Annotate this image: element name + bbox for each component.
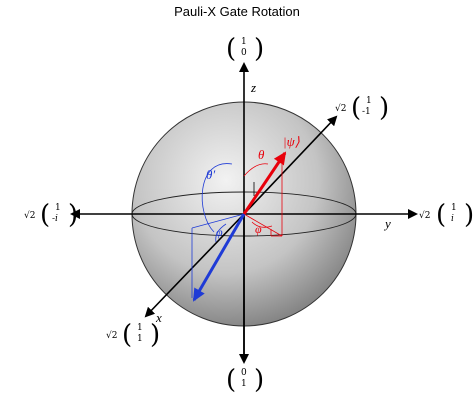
phi-label: φ [255, 222, 262, 236]
ket-left-row2: -i [52, 214, 58, 224]
svg-text:): ) [254, 34, 264, 64]
rotated-vector [192, 213, 246, 302]
phi-prime-label: φ [216, 225, 223, 239]
svg-text:): ) [379, 93, 389, 123]
ket-right-prefix: √2 [419, 210, 430, 221]
ket-right-row2: i [451, 214, 454, 224]
svg-text:(: ( [436, 200, 446, 230]
theta-label: θ [258, 147, 265, 162]
svg-text:): ) [68, 200, 78, 230]
ket-lower-left-prefix: √2 [106, 330, 117, 341]
svg-text:): ) [150, 320, 160, 350]
figure-title: Pauli-X Gate Rotation [174, 4, 300, 19]
ket-lower-left: √2 ( ) 1 1 [106, 320, 160, 350]
ket-bottom-row1: 0 [241, 368, 247, 378]
ket-lower-left-row1: 1 [137, 323, 143, 333]
x-axis-label: x [155, 310, 162, 325]
theta-prime-label: θ′ [206, 167, 215, 182]
rotated-construction [191, 163, 245, 298]
z-axis-label: z [250, 80, 256, 95]
ket-top-row2: 0 [241, 48, 247, 58]
y-axis-label: y [383, 216, 391, 231]
svg-text:): ) [254, 365, 264, 395]
psi-vector [242, 151, 287, 215]
ket-upper-right-prefix: √2 [335, 103, 346, 114]
svg-text:): ) [464, 200, 474, 230]
ket-left-row1: 1 [55, 203, 61, 213]
svg-text:(: ( [226, 34, 236, 64]
ket-left-prefix: √2 [24, 210, 35, 221]
ket-right-row1: 1 [451, 203, 457, 213]
ket-right: √2 ( ) 1 i [419, 200, 474, 230]
ket-upper-right: √2 ( ) 1 -1 [335, 93, 389, 123]
ket-left: √2 ( ) 1 -i [24, 200, 78, 230]
psi-label: |ψ⟩ [283, 134, 300, 149]
ket-lower-left-row2: 1 [137, 334, 143, 344]
ket-top: ( ) 1 0 [226, 34, 264, 64]
x-axis [144, 213, 245, 318]
svg-text:(: ( [40, 200, 50, 230]
ket-bottom-row2: 1 [241, 379, 247, 389]
svg-text:(: ( [226, 365, 236, 395]
svg-text:(: ( [122, 320, 132, 350]
ket-top-row1: 1 [241, 37, 247, 47]
svg-text:(: ( [351, 93, 361, 123]
ket-bottom: ( ) 0 1 [226, 365, 264, 395]
psi-construction [243, 163, 283, 237]
ket-upper-right-row2: -1 [362, 107, 371, 117]
x-axis-back [243, 115, 338, 215]
ket-upper-right-row1: 1 [366, 96, 372, 106]
